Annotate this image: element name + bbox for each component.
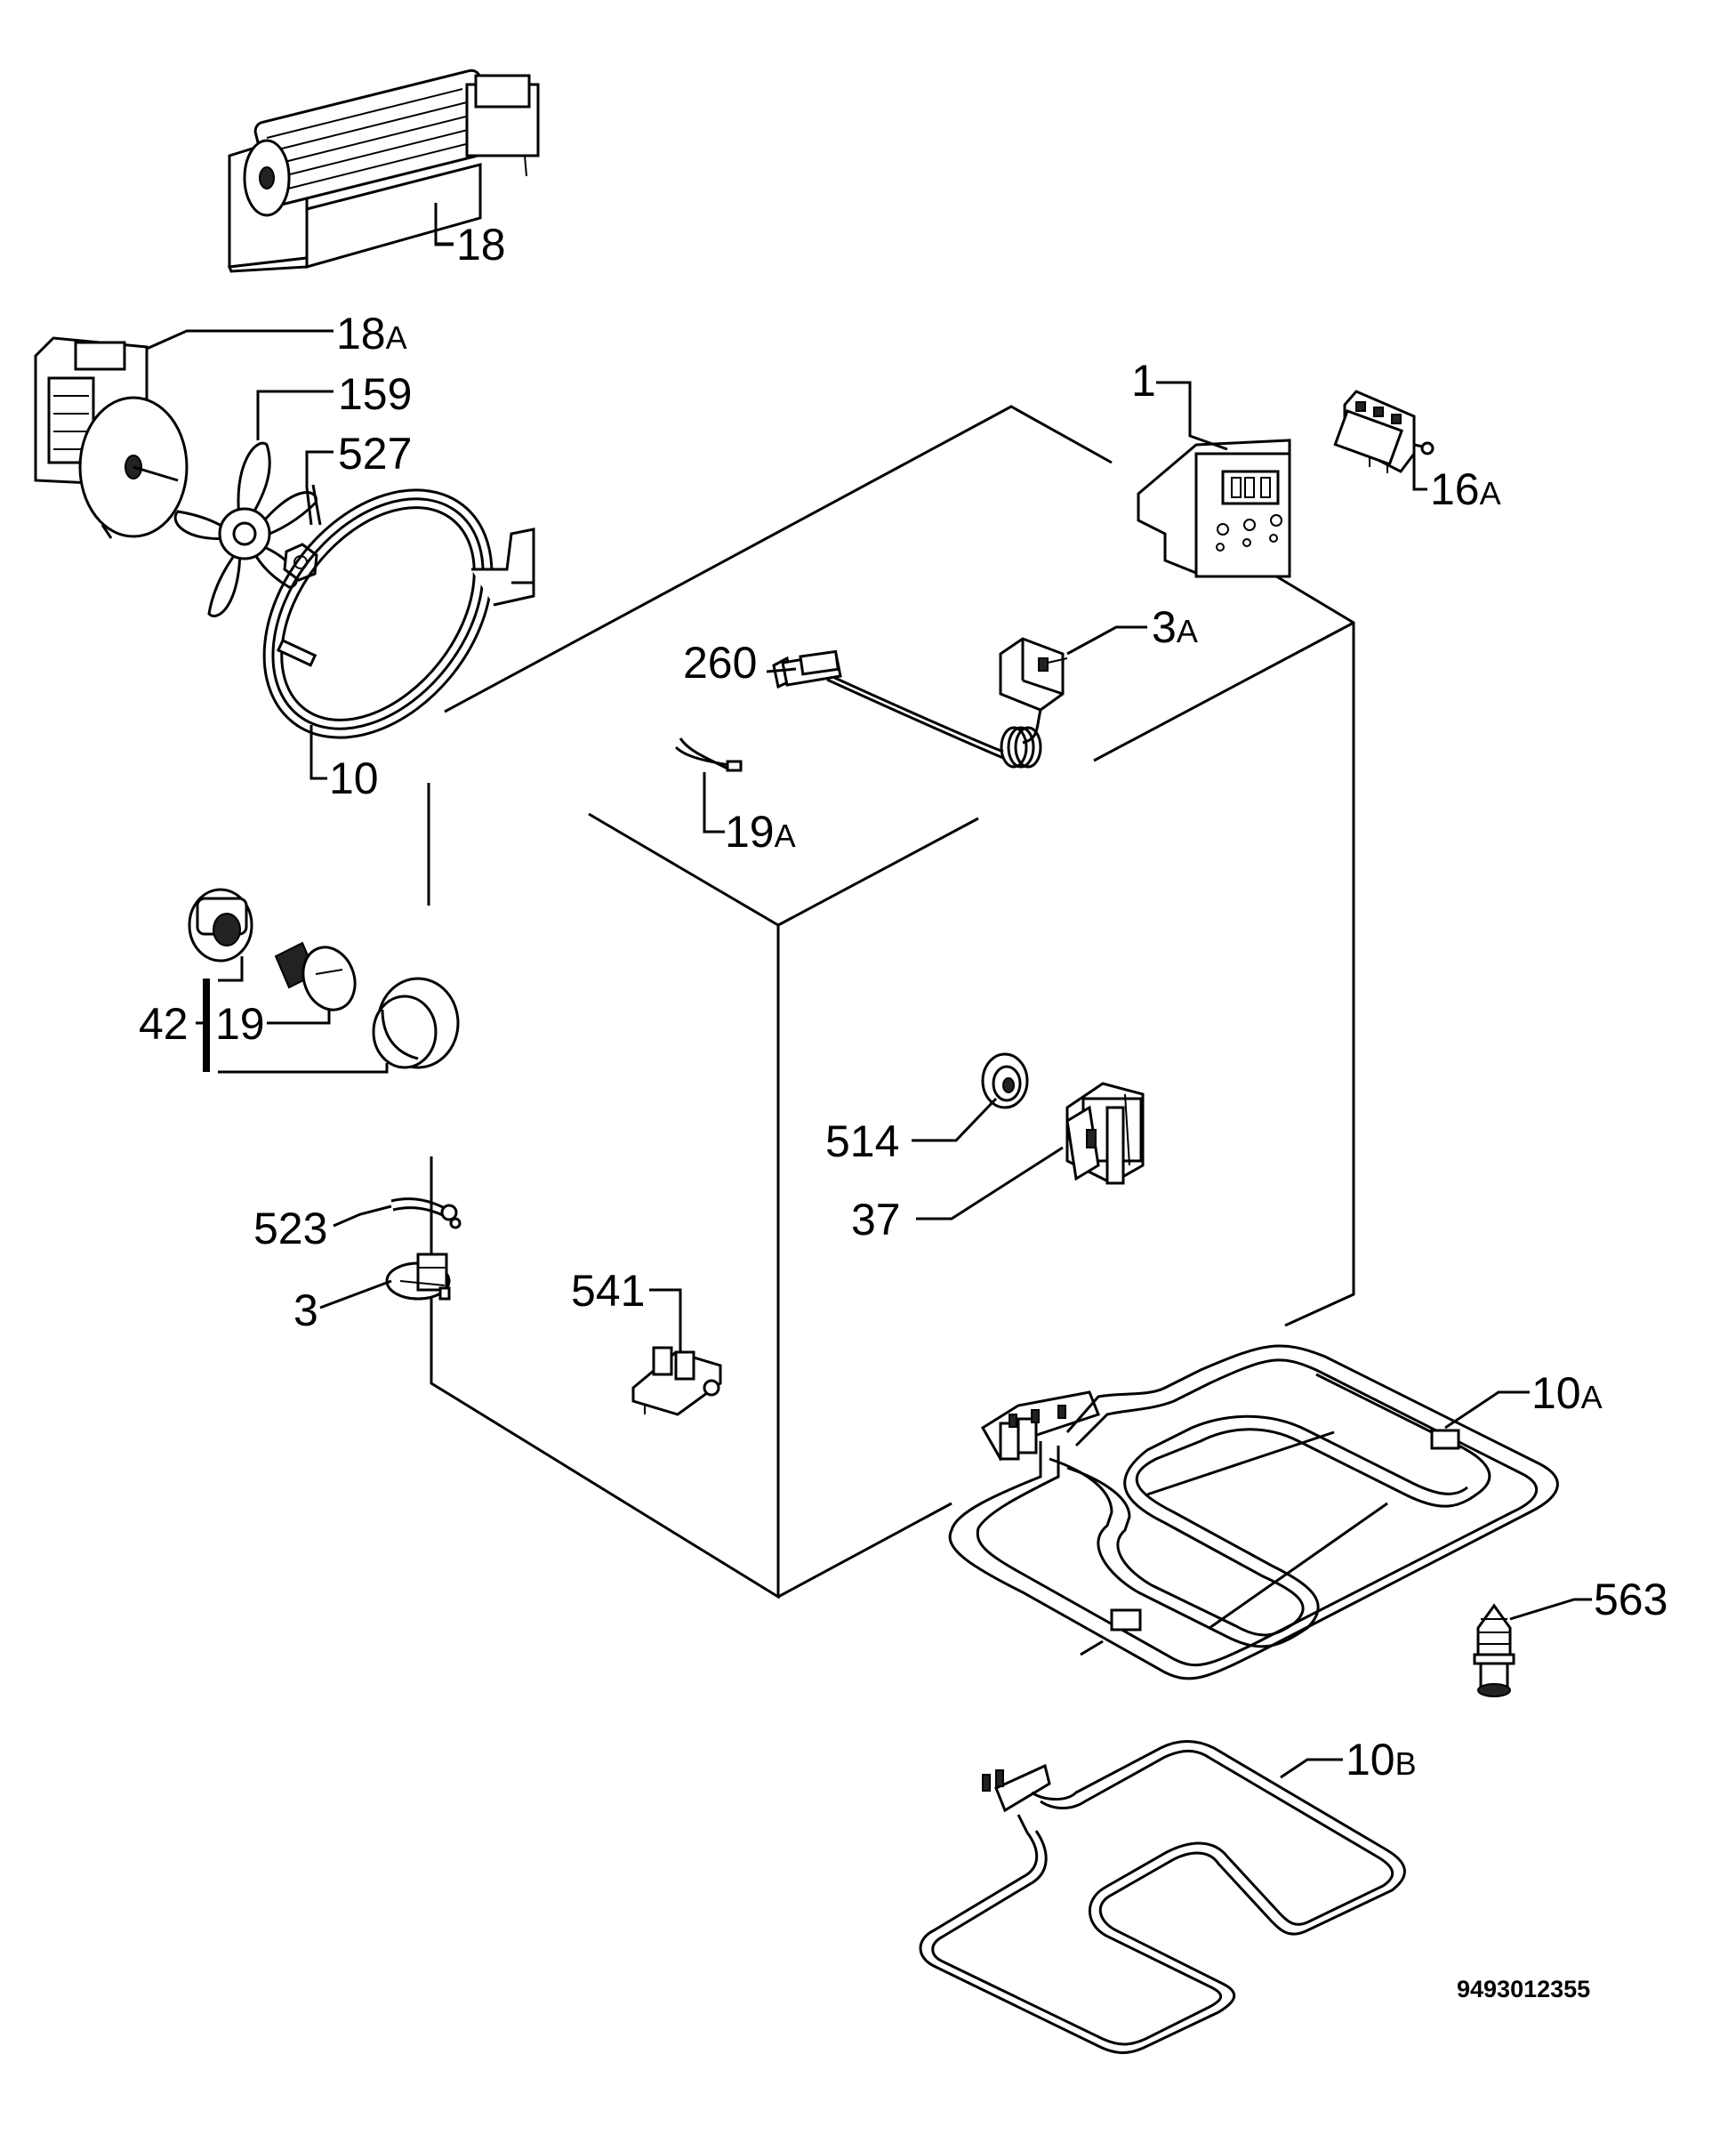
- part-labels: 18 18A 159 527 10 1 16A 3A 260 19A 42 19…: [139, 220, 1668, 1785]
- part-label-37: 37: [851, 1195, 901, 1245]
- oven-thermostat-part: [826, 637, 1068, 769]
- thermal-cutout-cable-part: [390, 1197, 462, 1229]
- part-label-19A: 19A: [725, 807, 796, 857]
- fan-motor-part: [34, 336, 189, 539]
- oven-cavity-outline: [427, 405, 1355, 1599]
- part-label-1: 1: [1131, 356, 1156, 406]
- fan-nut-part: [283, 484, 322, 582]
- lamp-cover-part: [372, 977, 460, 1069]
- part-label-19: 19: [215, 999, 265, 1049]
- part-label-18A: 18A: [336, 309, 407, 359]
- grill-heating-element-part: [948, 1344, 1559, 1680]
- part-label-260: 260: [683, 638, 757, 688]
- terminal-block-part: [631, 1346, 722, 1416]
- part-label-10A: 10A: [1531, 1368, 1603, 1418]
- part-label-42: 42: [139, 999, 189, 1049]
- fan-blade-part: [173, 441, 318, 617]
- lamp-bulb-part: [274, 941, 357, 1011]
- part-label-514: 514: [825, 1116, 899, 1166]
- part-label-523: 523: [253, 1204, 327, 1253]
- part-label-10: 10: [329, 753, 379, 803]
- leader-lines: [146, 222, 1592, 1779]
- cable-terminal-part: [674, 737, 743, 772]
- part-label-10B: 10B: [1346, 1735, 1417, 1785]
- part-group-brace-42: [196, 979, 210, 1072]
- grommet-part: [981, 1052, 1029, 1109]
- part-label-16A: 16A: [1430, 464, 1501, 514]
- safety-thermostat-part: [385, 1253, 451, 1301]
- adjustable-foot-part: [1473, 1603, 1515, 1697]
- tangential-fan-part: [227, 68, 540, 273]
- selector-switch-part: [1333, 390, 1435, 473]
- part-label-3A: 3A: [1152, 602, 1198, 652]
- diagram-reference-number: 9493012355: [1457, 1976, 1590, 2002]
- part-label-563: 563: [1594, 1575, 1668, 1624]
- part-label-527: 527: [338, 429, 412, 479]
- temperature-sensor-part: [772, 649, 842, 689]
- part-label-541: 541: [571, 1266, 645, 1316]
- circular-heating-element-part: [262, 488, 535, 739]
- part-label-18: 18: [456, 220, 506, 270]
- electronic-timer-part: [1137, 439, 1291, 578]
- lamp-holder-part: [188, 888, 253, 963]
- door-switch-part: [1065, 1082, 1145, 1185]
- part-label-159: 159: [338, 369, 412, 419]
- bottom-heating-element-part: [919, 1740, 1406, 2054]
- part-label-3: 3: [293, 1285, 318, 1335]
